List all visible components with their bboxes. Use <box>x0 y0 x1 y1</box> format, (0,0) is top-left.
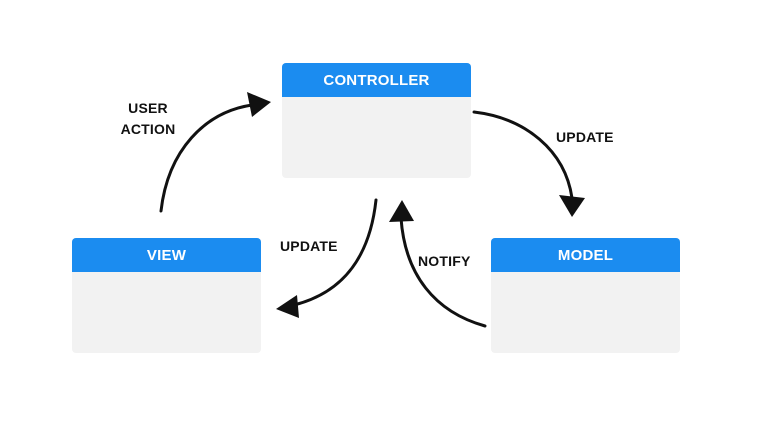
user-action-label: USER ACTION <box>100 98 196 140</box>
model-box: MODEL <box>491 238 680 353</box>
controller-title: CONTROLLER <box>282 63 471 97</box>
update-to-view-label: UPDATE <box>280 238 338 254</box>
model-title: MODEL <box>491 238 680 272</box>
user-action-label-line2: ACTION <box>120 121 176 137</box>
controller-box: CONTROLLER <box>282 63 471 178</box>
notify-label: NOTIFY <box>418 253 471 269</box>
view-box: VIEW <box>72 238 261 353</box>
update-to-model-label: UPDATE <box>556 129 614 145</box>
view-title: VIEW <box>72 238 261 272</box>
user-action-label-line1: USER <box>128 100 168 116</box>
arrow-model-to-controller <box>389 200 487 328</box>
arrow-controller-to-model <box>472 110 585 217</box>
arrow-view-to-controller <box>159 92 271 213</box>
arrow-controller-to-view <box>276 198 378 318</box>
